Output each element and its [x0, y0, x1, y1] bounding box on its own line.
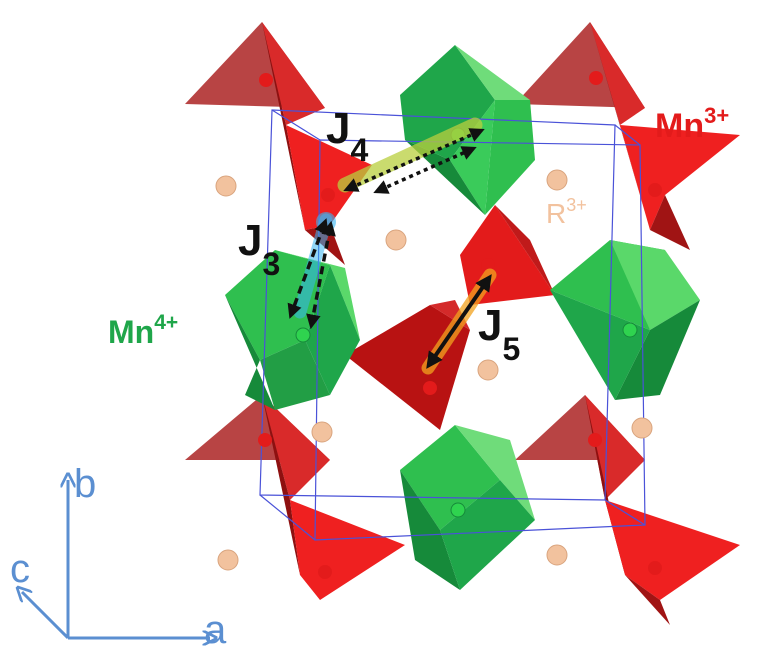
unit-cell	[259, 109, 646, 541]
mn3-tetrahedron-center-lower	[345, 300, 470, 430]
mn4-octahedron-bottom	[400, 425, 535, 590]
mn3-atom	[648, 561, 662, 575]
r3-atom	[215, 175, 237, 197]
mn3-atom	[258, 433, 272, 447]
mn3-tetrahedron-right	[620, 125, 740, 250]
mn4-atom	[295, 327, 311, 343]
j4-exchange-arrows	[337, 117, 485, 194]
mn3-atoms	[258, 71, 662, 579]
r3-atom	[631, 417, 653, 439]
mn4-label: Mn4+	[108, 311, 178, 350]
ion-labels: Mn3+ Mn4+ R3+	[108, 103, 729, 350]
mn3-atom	[481, 258, 495, 272]
mn3-tetrahedron-top-left	[185, 22, 325, 230]
r3-atom	[546, 169, 568, 191]
mn4-octahedron-left	[225, 250, 360, 410]
b-axis-label: b	[74, 462, 96, 506]
mn3-atom	[589, 71, 603, 85]
r3-atom	[385, 229, 407, 251]
r3-atoms	[215, 169, 653, 571]
r3-atom	[546, 544, 568, 566]
r3-atom	[217, 549, 239, 571]
mn4-atom	[450, 502, 466, 518]
mn3-atom	[423, 381, 437, 395]
j3-label: J3	[238, 216, 280, 282]
mn3-tetrahedron-bottom-right	[515, 395, 740, 625]
c-axis-label: c	[10, 547, 30, 591]
r3-atom	[477, 359, 499, 381]
a-axis-label: a	[204, 608, 227, 647]
mn3-tetrahedron-top-right	[515, 22, 650, 230]
r3-label: R3+	[546, 195, 587, 229]
j5-label: J5	[478, 301, 520, 367]
mn3-atom	[318, 565, 332, 579]
mn3-tetrahedron-bottom-middle	[290, 500, 405, 600]
mn4-atom	[622, 322, 638, 338]
crystal-axes	[22, 480, 210, 638]
mn3-atom	[321, 188, 335, 202]
mn3-atom	[259, 73, 273, 87]
mn3-atom	[648, 183, 662, 197]
r3-atom	[311, 421, 333, 443]
j3-exchange-arrows	[287, 212, 336, 330]
j4-label: J4	[326, 104, 368, 168]
mn3-label: Mn3+	[655, 103, 729, 145]
c-axis	[22, 592, 70, 640]
exchange-labels: J4 J3 J5	[238, 104, 520, 367]
j5-exchange-arrow	[421, 268, 497, 375]
mn4-octahedron-right	[550, 240, 700, 400]
mn3-atom	[588, 433, 602, 447]
